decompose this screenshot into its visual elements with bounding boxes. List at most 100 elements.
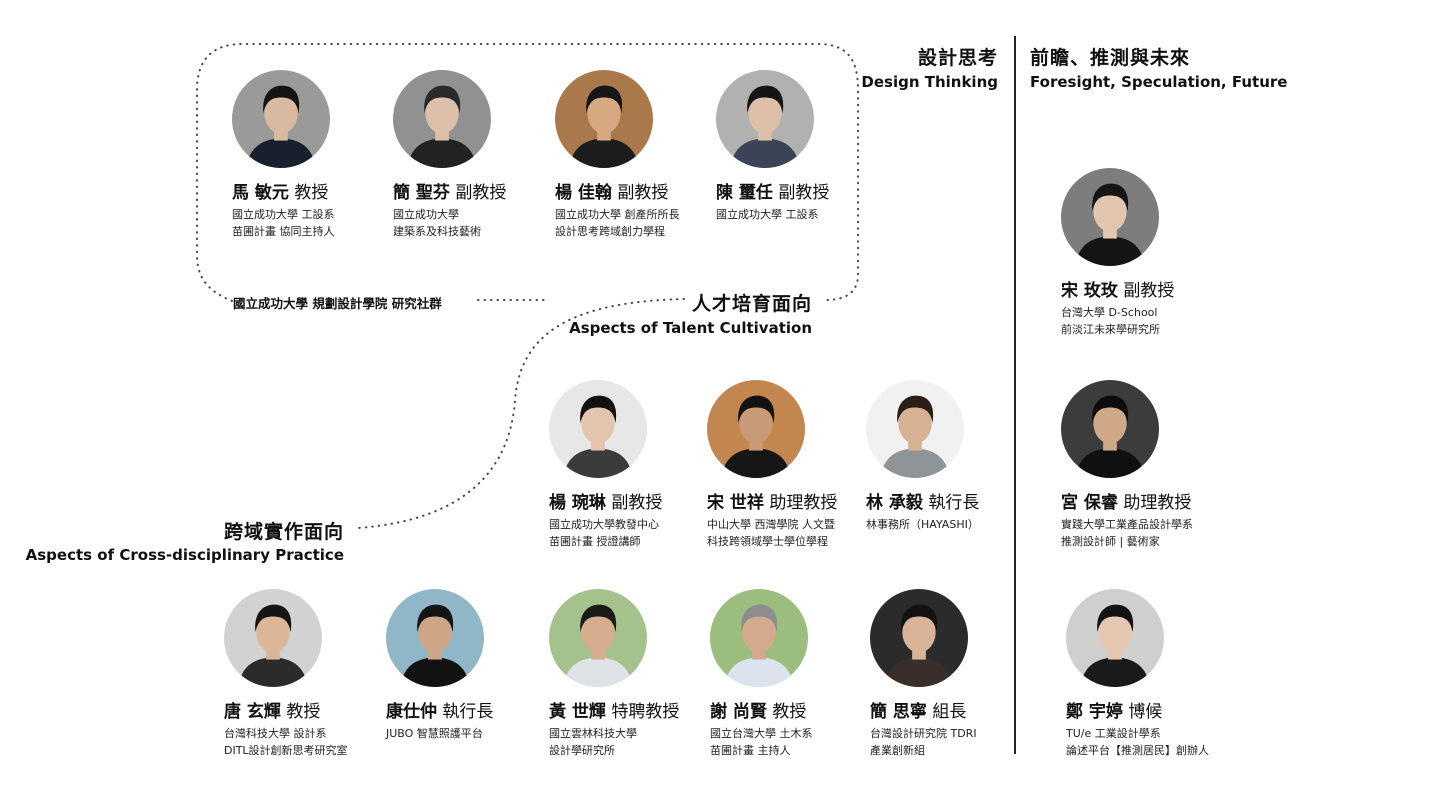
portrait-image bbox=[1066, 589, 1164, 687]
affiliation-line-1: 台灣設計研究院 TDRI bbox=[870, 727, 977, 740]
person-affiliation: 中山大學 西灣學院 人文暨科技跨領域學士學位學程 bbox=[707, 516, 882, 550]
person-title: 副教授 bbox=[611, 493, 663, 513]
person-card-gong: 宮 保睿 助理教授 實踐大學工業產品設計學系推測設計師 | 藝術家 bbox=[1061, 380, 1236, 550]
person-title: 副教授 bbox=[778, 183, 830, 203]
person-card-huang: 黃 世輝 特聘教授 國立雲林科技大學設計學研究所 bbox=[549, 589, 724, 759]
portrait-image bbox=[716, 70, 814, 168]
person-affiliation: 實踐大學工業產品設計學系推測設計師 | 藝術家 bbox=[1061, 516, 1236, 550]
person-title: 助理教授 bbox=[1123, 493, 1192, 513]
person-card-kang: 康仕仲 執行長 JUBO 智慧照護平台 bbox=[386, 589, 561, 742]
person-card-song-meimei: 宋 玫玫 副教授 台灣大學 D-School 前淡江未來學研究所 bbox=[1061, 168, 1236, 338]
person-title: 教授 bbox=[294, 183, 329, 203]
affiliation-line-1: 實踐大學工業產品設計學系 bbox=[1061, 518, 1193, 531]
person-title: 博候 bbox=[1128, 702, 1163, 722]
person-name-line: 楊 琬琳 副教授 bbox=[549, 492, 724, 514]
person-name-line: 宋 玫玫 副教授 bbox=[1061, 280, 1236, 302]
avatar bbox=[393, 70, 491, 168]
person-name: 謝 尚賢 bbox=[710, 702, 767, 722]
section-divider bbox=[1014, 36, 1016, 754]
portrait-image bbox=[393, 70, 491, 168]
affiliation-line-1: 林事務所（HAYASHI） bbox=[866, 518, 979, 531]
affiliation-line-1: JUBO 智慧照護平台 bbox=[386, 727, 483, 740]
affiliation-line-2: 推測設計師 | 藝術家 bbox=[1061, 535, 1160, 548]
affiliation-line-1: 台灣大學 D-School bbox=[1061, 306, 1158, 319]
person-card-jian-sining: 簡 思寧 組長 台灣設計研究院 TDRI 產業創新組 bbox=[870, 589, 1045, 759]
person-title: 助理教授 bbox=[769, 493, 838, 513]
person-card-hsieh: 謝 尚賢 教授 國立台灣大學 土木系苗圃計畫 主持人 bbox=[710, 589, 885, 759]
person-name: 楊 佳翰 bbox=[555, 183, 612, 203]
avatar bbox=[716, 70, 814, 168]
person-name-line: 黃 世輝 特聘教授 bbox=[549, 701, 724, 723]
affiliation-line-1: 國立雲林科技大學 bbox=[549, 727, 637, 740]
portrait-image bbox=[549, 380, 647, 478]
person-name: 簡 聖芬 bbox=[393, 183, 450, 203]
person-affiliation: TU/e 工業設計學系論述平台【推測居民】創辦人 bbox=[1066, 725, 1241, 759]
person-affiliation: 台灣大學 D-School 前淡江未來學研究所 bbox=[1061, 304, 1236, 338]
person-name: 宋 玫玫 bbox=[1061, 281, 1118, 301]
affiliation-line-1: TU/e 工業設計學系 bbox=[1066, 727, 1161, 740]
affiliation-line-2: 建築系及科技藝術 bbox=[393, 225, 481, 238]
person-title: 副教授 bbox=[617, 183, 669, 203]
design-thinking-heading: 設計思考 bbox=[917, 47, 998, 69]
person-name-line: 林 承毅 執行長 bbox=[866, 492, 1041, 514]
avatar bbox=[870, 589, 968, 687]
avatar bbox=[707, 380, 805, 478]
affiliation-line-2: 前淡江未來學研究所 bbox=[1061, 323, 1160, 336]
person-name: 林 承毅 bbox=[866, 493, 923, 513]
design-thinking-subheading: Design Thinking bbox=[861, 73, 998, 91]
person-card-yang-jiahan: 楊 佳翰 副教授 國立成功大學 創產所所長設計思考跨域創力學程 bbox=[555, 70, 730, 240]
affiliation-line-2: 設計學研究所 bbox=[549, 744, 615, 757]
affiliation-line-1: 中山大學 西灣學院 人文暨 bbox=[707, 518, 835, 531]
affiliation-line-1: 國立台灣大學 土木系 bbox=[710, 727, 813, 740]
person-name-line: 謝 尚賢 教授 bbox=[710, 701, 885, 723]
person-affiliation: 國立成功大學教發中心苗圃計畫 授證講師 bbox=[549, 516, 724, 550]
person-name-line: 陳 璽任 副教授 bbox=[716, 182, 891, 204]
person-card-song-shixiang: 宋 世祥 助理教授 中山大學 西灣學院 人文暨科技跨領域學士學位學程 bbox=[707, 380, 882, 550]
talent-heading: 人才培育面向 bbox=[691, 293, 812, 315]
person-name: 康仕仲 bbox=[386, 702, 437, 722]
person-name: 宋 世祥 bbox=[707, 493, 764, 513]
person-name-line: 簡 思寧 組長 bbox=[870, 701, 1045, 723]
avatar bbox=[1066, 589, 1164, 687]
portrait-image bbox=[386, 589, 484, 687]
avatar bbox=[386, 589, 484, 687]
practice-heading: 跨域實作面向 bbox=[223, 521, 344, 543]
person-name-line: 康仕仲 執行長 bbox=[386, 701, 561, 723]
portrait-image bbox=[710, 589, 808, 687]
affiliation-line-1: 國立成功大學 創產所所長 bbox=[555, 208, 680, 221]
person-title: 執行長 bbox=[442, 702, 494, 722]
affiliation-line-2: 苗圃計畫 授證講師 bbox=[549, 535, 641, 548]
avatar bbox=[549, 380, 647, 478]
affiliation-line-2: 設計思考跨域創力學程 bbox=[555, 225, 665, 238]
affiliation-line-2: 產業創新組 bbox=[870, 744, 925, 757]
affiliation-line-1: 台灣科技大學 設計系 bbox=[224, 727, 327, 740]
person-affiliation: 國立成功大學 創產所所長設計思考跨域創力學程 bbox=[555, 206, 730, 240]
person-card-zheng: 鄭 宇婷 博候 TU/e 工業設計學系論述平台【推測居民】創辦人 bbox=[1066, 589, 1241, 759]
person-affiliation: 國立成功大學 工設系 bbox=[716, 206, 891, 223]
affiliation-line-1: 國立成功大學 bbox=[393, 208, 459, 221]
talent-to-practice-curve bbox=[357, 298, 685, 529]
person-name-line: 唐 玄輝 教授 bbox=[224, 701, 399, 723]
person-card-yang-wanlin: 楊 琬琳 副教授 國立成功大學教發中心苗圃計畫 授證講師 bbox=[549, 380, 724, 550]
portrait-image bbox=[1061, 380, 1159, 478]
person-affiliation: 國立成功大學 工設系苗圃計畫 協同主持人 bbox=[232, 206, 407, 240]
person-name: 鄭 宇婷 bbox=[1066, 702, 1123, 722]
person-affiliation: 國立台灣大學 土木系苗圃計畫 主持人 bbox=[710, 725, 885, 759]
person-name: 簡 思寧 bbox=[870, 702, 927, 722]
portrait-image bbox=[224, 589, 322, 687]
talent-subheading: Aspects of Talent Cultivation bbox=[569, 319, 812, 337]
affiliation-line-2: 論述平台【推測居民】創辦人 bbox=[1066, 744, 1209, 757]
portrait-image bbox=[866, 380, 964, 478]
practice-subheading: Aspects of Cross-disciplinary Practice bbox=[25, 546, 344, 564]
portrait-image bbox=[1061, 168, 1159, 266]
person-affiliation: 林事務所（HAYASHI） bbox=[866, 516, 1041, 533]
person-name: 黃 世輝 bbox=[549, 702, 606, 722]
person-title: 特聘教授 bbox=[611, 702, 680, 722]
person-affiliation: 國立成功大學建築系及科技藝術 bbox=[393, 206, 568, 240]
person-name-line: 宮 保睿 助理教授 bbox=[1061, 492, 1236, 514]
portrait-image bbox=[555, 70, 653, 168]
person-affiliation: JUBO 智慧照護平台 bbox=[386, 725, 561, 742]
person-card-lin: 林 承毅 執行長 林事務所（HAYASHI） bbox=[866, 380, 1041, 533]
affiliation-line-1: 國立成功大學 工設系 bbox=[232, 208, 335, 221]
